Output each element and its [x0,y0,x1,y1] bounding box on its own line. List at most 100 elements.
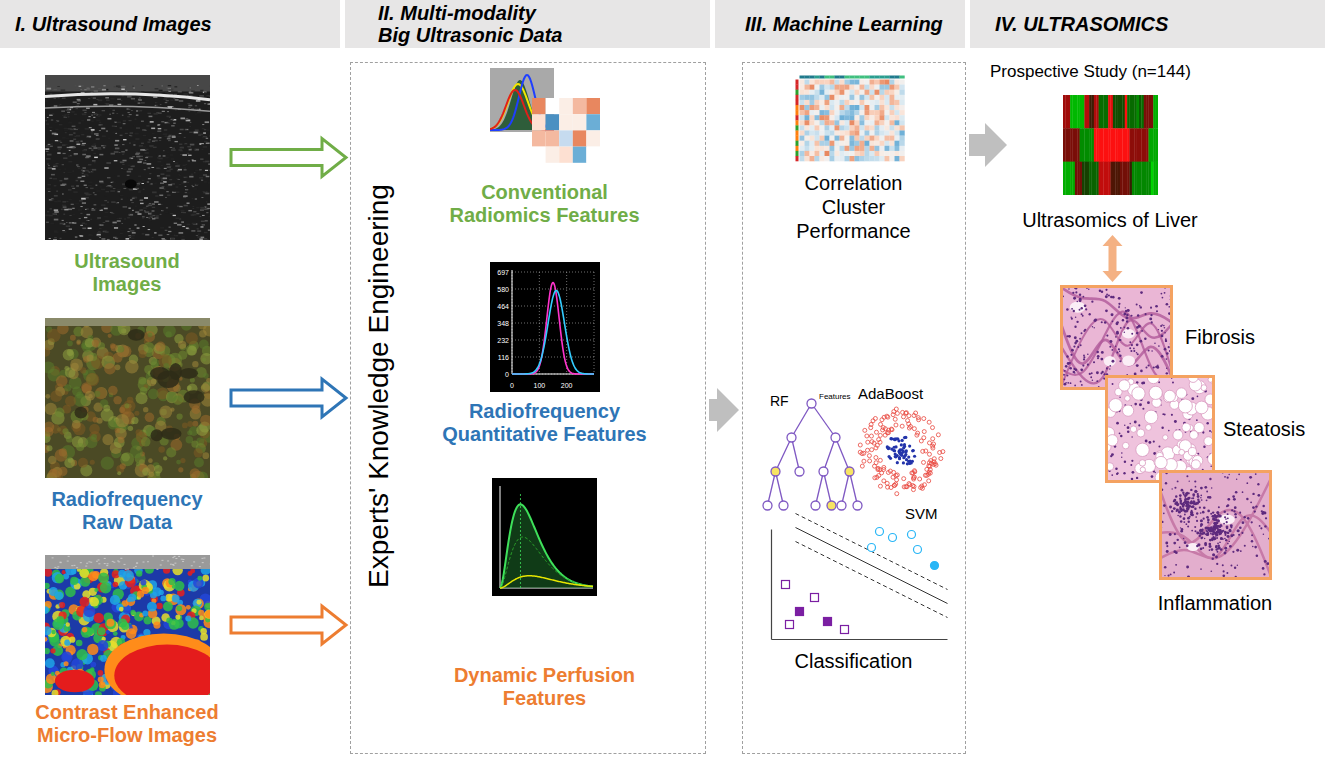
speckle-part [52,113,54,115]
speckle-part [83,174,87,176]
speckle-part [73,139,76,140]
speckle-part [187,153,189,155]
speckle-part [188,87,190,89]
tissue-texture-part [117,471,121,475]
speckle-part [161,210,163,212]
speckle-part [158,158,162,160]
speckle-part [71,186,74,187]
speckle-part [47,190,50,192]
perfusion-texture-part [200,628,207,635]
speckle-part [115,202,118,203]
speckle-part [77,209,81,211]
speckle-part [203,103,205,105]
tissue-texture-part [94,391,100,397]
speckle-part [206,208,209,209]
perfusion-texture-part [118,607,123,612]
speckle-part [185,120,190,122]
speckle-part [162,137,164,139]
speckle-part [191,145,193,147]
speckle-part [58,124,62,125]
speckle-part [149,145,153,147]
perfusion-texture-part [54,591,63,600]
speckle-part [200,207,204,209]
tissue-texture-part [94,387,106,399]
speckle-part [165,100,168,101]
speckle-part [91,233,96,235]
speckle-part [88,116,90,118]
speckle-part [84,89,87,91]
speckle-part [113,124,115,126]
speckle-part [53,165,57,167]
ceus-image-part [59,562,61,563]
speckle-part [74,114,77,115]
speckle-part [78,218,80,220]
speckle-part [193,240,197,241]
perfusion-texture-part [106,619,114,627]
speckle-part [164,102,166,104]
us-image-part [45,94,210,100]
speckle-part [206,95,209,96]
dark-vessels-part [150,429,162,441]
speckle-part [173,122,175,124]
ceus-image-part [54,567,56,568]
tissue-texture-part [202,452,209,459]
speckle-part [203,129,205,131]
speckle-part [125,238,129,239]
speckle-part [160,204,162,206]
tissue-texture-part [154,465,162,473]
speckle-part [91,171,94,172]
speckle-part [91,208,93,210]
speckle-part [62,205,66,207]
speckle-part [142,188,144,190]
speckle-part [196,184,199,185]
speckle-part [138,182,141,183]
tissue-texture-part [192,421,198,427]
speckle-part [141,183,143,185]
perfusion-texture-part [70,577,78,585]
ceus-image-part [136,563,138,564]
speckle-part [166,123,169,124]
tissue-texture-part [119,463,125,469]
speckle-part [178,149,182,150]
speckle-part [179,206,182,207]
tissue-texture-part [115,414,129,428]
speckle-part [81,202,85,204]
perfusion-texture-part [141,587,148,594]
speckle-part [140,102,144,104]
speckle-part [55,120,57,122]
speckle-part [174,162,178,164]
tissue-texture-part [178,341,186,349]
speckle-part [165,175,170,177]
speckle-part [51,211,53,213]
speckle-part [65,109,69,111]
speckle-part [101,135,105,137]
tissue-texture-part [91,434,97,440]
speckle-part [72,213,74,215]
speckle-part [147,229,149,231]
speckle-part [192,160,196,162]
speckle-part [91,209,95,211]
conv-image-part [490,68,554,132]
speckle-part [106,192,108,194]
speckle-part [133,87,134,89]
speckle-part [49,146,52,147]
speckle-part [126,175,129,176]
speckle-part [102,215,104,217]
perfusion-texture-part [97,640,108,651]
ceus-image-part [161,560,163,561]
speckle-part [182,212,185,213]
speckle-part [144,210,145,212]
tissue-texture-part [64,366,69,371]
speckle-part [54,122,57,123]
speckle-part [191,214,195,216]
speckle-part [93,147,97,149]
speckle-part [175,109,177,111]
speckle-part [209,96,210,97]
speckle-part [169,179,172,180]
speckle-part [137,213,141,215]
perfusion-texture-part [90,662,96,668]
speckle-part [141,143,144,144]
tissue-texture-part [54,408,64,418]
speckle-part [52,213,56,215]
speckle-part [166,138,170,139]
